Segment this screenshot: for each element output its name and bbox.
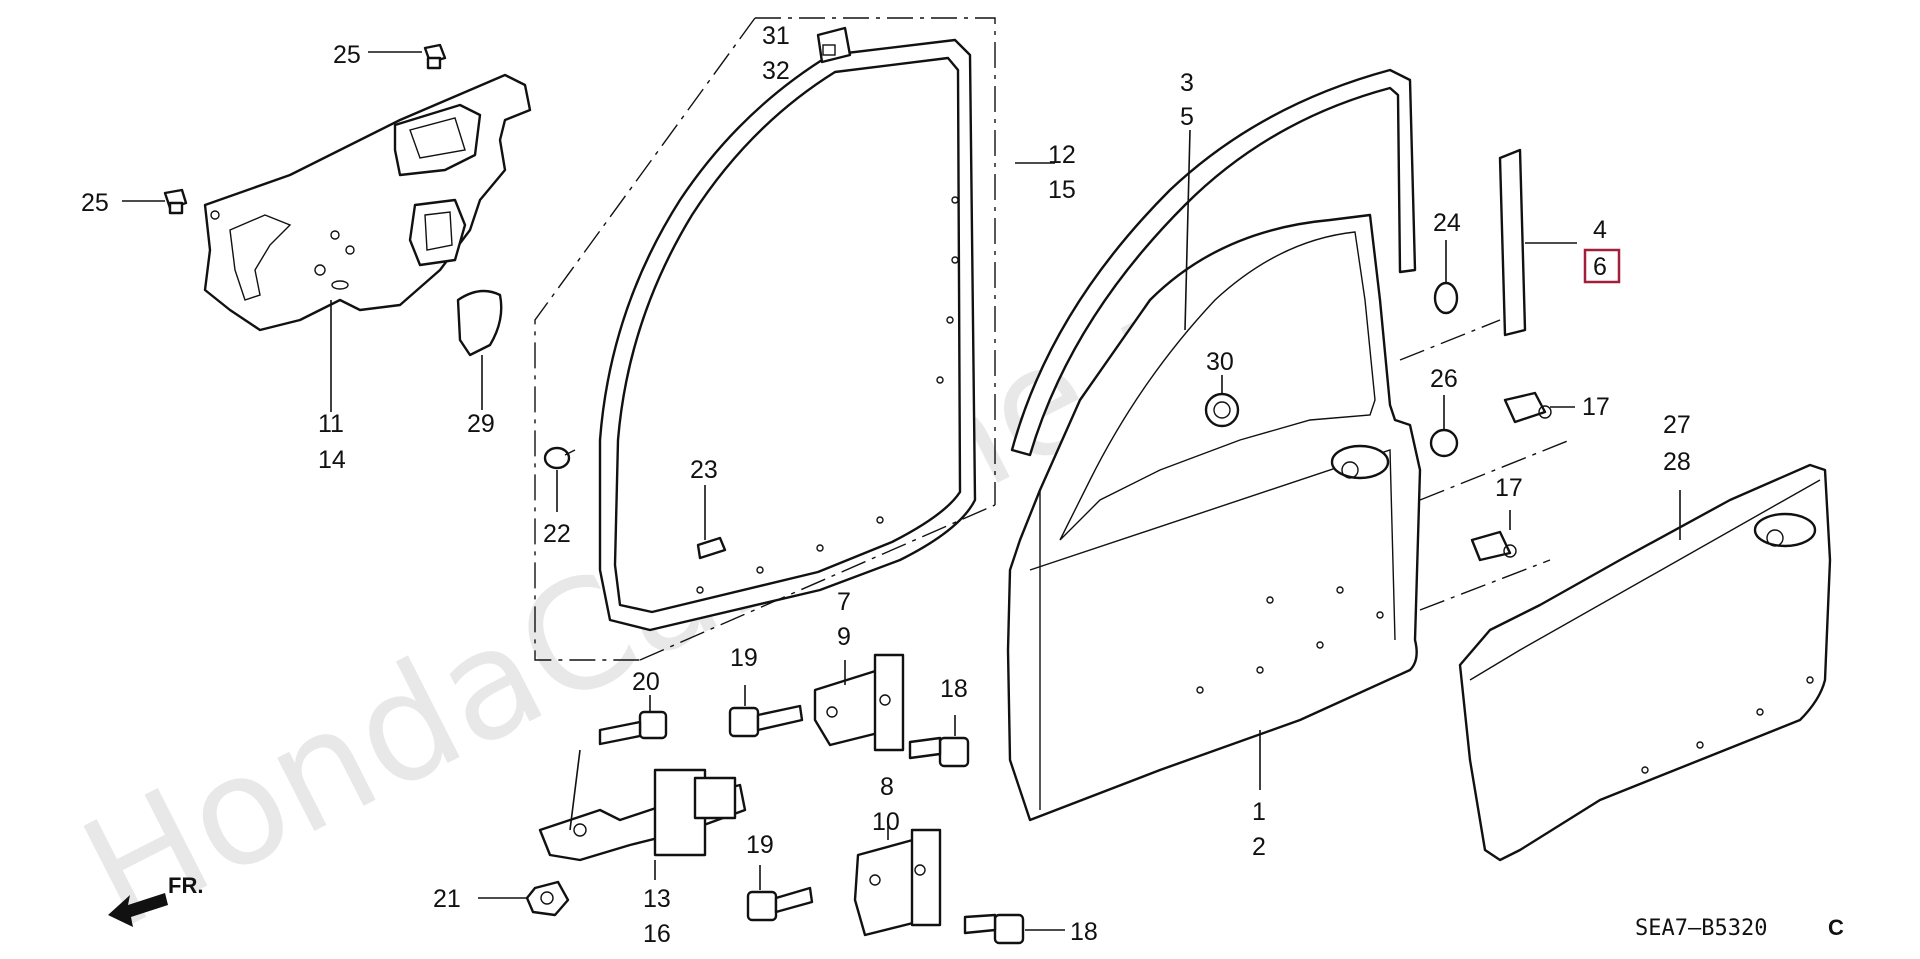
part-18-bolt-lower	[963, 913, 1025, 945]
label-32: 32	[762, 57, 790, 85]
label-6: 6	[1593, 253, 1607, 281]
front-direction-arrow: FR.	[108, 873, 203, 927]
label-30: 30	[1206, 348, 1234, 376]
diagram-code-text: SEA7—B5320	[1635, 916, 1767, 941]
highlight-box-6	[1583, 248, 1621, 284]
label-10: 10	[872, 808, 900, 836]
part-25-clip-top	[423, 43, 447, 70]
diagram-code: SEA7—B5320 C	[1635, 915, 1844, 941]
label-5: 5	[1180, 103, 1194, 131]
label-18-lower: 18	[1070, 918, 1098, 946]
part-29-seal	[456, 289, 503, 357]
label-19-lower: 19	[746, 831, 774, 859]
part-17-stopper-bottom	[1470, 530, 1517, 562]
part-19-bolt-upper	[728, 704, 804, 738]
label-16: 16	[643, 920, 671, 948]
label-1: 1	[1252, 798, 1266, 826]
part-19-bolt-lower	[746, 886, 814, 922]
part-18-bolt-upper	[908, 736, 970, 768]
label-21: 21	[433, 885, 461, 913]
label-23: 23	[690, 456, 718, 484]
label-14: 14	[318, 446, 346, 474]
label-25-left: 25	[81, 189, 109, 217]
label-31: 31	[762, 22, 790, 50]
label-4: 4	[1593, 216, 1607, 244]
assembly-boundary-12	[755, 17, 996, 505]
label-18-upper: 18	[940, 675, 968, 703]
boundary-right-3	[1419, 559, 1551, 611]
label-28: 28	[1663, 448, 1691, 476]
part-1-door-shell	[1006, 213, 1422, 822]
label-3: 3	[1180, 69, 1194, 97]
part-22-clip	[543, 446, 576, 470]
label-12: 12	[1048, 141, 1076, 169]
label-8: 8	[880, 773, 894, 801]
label-29: 29	[467, 410, 495, 438]
label-15: 15	[1048, 176, 1076, 204]
part-3-run-channel	[1010, 68, 1417, 457]
label-7: 7	[837, 588, 851, 616]
callout-labels: 25 25 11 14 29 31 32 12 15 22 23 3 5 24 …	[81, 22, 1691, 948]
boundary-right-2	[1419, 439, 1571, 501]
label-11: 11	[318, 410, 344, 438]
label-17-top: 17	[1582, 393, 1610, 421]
label-9: 9	[837, 623, 851, 651]
part-11-panel-cover	[203, 73, 532, 332]
part-17-stopper-top	[1503, 391, 1552, 424]
label-25-top: 25	[333, 41, 361, 69]
leader-lines	[122, 51, 1681, 931]
assembly-boundary-12b	[534, 17, 756, 661]
part-7-upper-hinge	[813, 653, 905, 752]
label-20: 20	[632, 668, 660, 696]
part-30-grommet	[1204, 392, 1240, 428]
part-4-sash-trim	[1498, 148, 1527, 337]
boundary-right-1	[1399, 319, 1501, 361]
label-26: 26	[1430, 365, 1458, 393]
outer-handle-pocket	[1753, 512, 1817, 548]
label-22: 22	[543, 520, 571, 548]
assembly-boundary-12c	[639, 504, 996, 661]
part-24-plug	[1433, 281, 1459, 315]
part-8-lower-hinge	[853, 828, 942, 937]
part-23-clip	[696, 536, 727, 560]
part-27-outer-skin	[1458, 463, 1832, 862]
part-26-grommet	[1429, 428, 1459, 458]
door-handle-pocket	[1330, 444, 1390, 480]
part-31-clip	[816, 26, 852, 64]
label-17-bottom: 17	[1495, 474, 1523, 502]
part-13-door-checker	[538, 768, 747, 862]
label-19-upper: 19	[730, 644, 758, 672]
part-20-bolt	[598, 710, 668, 746]
label-13: 13	[643, 885, 671, 913]
front-label: FR.	[168, 873, 203, 898]
part-25-clip-left	[163, 188, 188, 215]
part-21-nut	[525, 880, 570, 917]
label-27: 27	[1663, 411, 1691, 439]
label-24: 24	[1433, 209, 1461, 237]
part-12-weatherstrip	[598, 38, 977, 632]
label-2: 2	[1252, 833, 1266, 861]
diagram-code-suffix: C	[1828, 915, 1844, 940]
